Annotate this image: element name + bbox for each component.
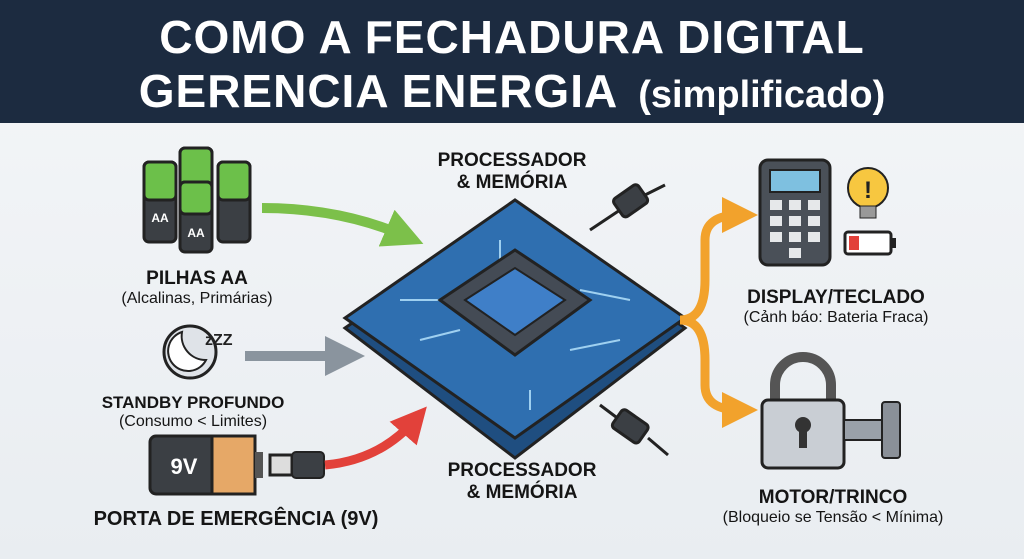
processor-top-label: PROCESSADOR & MEMÓRIA xyxy=(438,150,587,194)
display-subtitle: (Cảnh báo: Bateria Fraca) xyxy=(743,309,929,326)
aa-batteries-icon xyxy=(142,146,252,254)
display-label: DISPLAY/TECLADO (Cảnh báo: Bateria Fraca… xyxy=(744,287,929,327)
warning-bulb-icon: ! xyxy=(847,167,889,219)
usb-plug-icon xyxy=(268,451,325,479)
emergency-label: PORTA DE EMERGÊNCIA (9V) xyxy=(94,508,379,531)
padlock-icon xyxy=(760,352,901,470)
orange-arrow-motor xyxy=(679,315,758,428)
title-line-2: GERENCIA ENERGIA (simplificado) xyxy=(0,64,1024,118)
header: COMO A FECHADURA DIGITAL GERENCIA ENERGI… xyxy=(0,0,1024,123)
emergency-title: PORTA DE EMERGÊNCIA (9V) xyxy=(93,508,379,530)
processor-top-line1: PROCESSADOR xyxy=(437,150,587,171)
cable-plug-icon xyxy=(589,183,666,232)
orange-arrow-display xyxy=(679,197,758,325)
processor-bottom-label: PROCESSADOR & MEMÓRIA xyxy=(448,460,597,504)
sleeping-moon-icon: zZZ xyxy=(162,324,233,380)
batteries-subtitle: (Alcalinas, Primárias) xyxy=(121,290,273,307)
processor-bottom-line2: & MEMÓRIA xyxy=(466,482,578,503)
aa-label: AA xyxy=(187,226,205,240)
low-battery-icon xyxy=(843,230,896,256)
green-arrow xyxy=(261,203,424,247)
standby-title: STANDBY PROFUNDO xyxy=(101,393,285,412)
9v-text: 9V xyxy=(171,454,198,479)
aa-label: AA xyxy=(151,211,169,225)
9v-battery-icon: 9V xyxy=(148,434,263,496)
display-title: DISPLAY/TECLADO xyxy=(747,287,925,308)
title-main: GERENCIA ENERGIA xyxy=(138,65,619,117)
motor-title: MOTOR/TRINCO xyxy=(758,487,908,508)
svg-text:!: ! xyxy=(864,177,872,204)
title-subtitle: (simplificado) xyxy=(638,74,886,116)
standby-subtitle: (Consumo < Limites) xyxy=(118,413,268,430)
motor-subtitle: (Bloqueio se Tensão < Mínima) xyxy=(722,509,944,526)
red-arrow xyxy=(324,406,427,470)
processor-top-line2: & MEMÓRIA xyxy=(456,172,568,193)
processor-board-icon xyxy=(342,198,688,460)
processor-bottom-line1: PROCESSADOR xyxy=(447,460,597,481)
title-line-1: COMO A FECHADURA DIGITAL xyxy=(159,11,865,63)
batteries-label: PILHAS AA (Alcalinas, Primárias) xyxy=(121,268,272,308)
motor-label: MOTOR/TRINCO (Bloqueio se Tensão < Mínim… xyxy=(723,487,944,527)
zzz-text: zZZ xyxy=(205,332,233,349)
keypad-icon xyxy=(758,158,832,267)
standby-label: STANDBY PROFUNDO (Consumo < Limites) xyxy=(102,393,285,431)
cable-plug-icon xyxy=(599,403,669,457)
batteries-title: PILHAS AA xyxy=(146,268,248,289)
